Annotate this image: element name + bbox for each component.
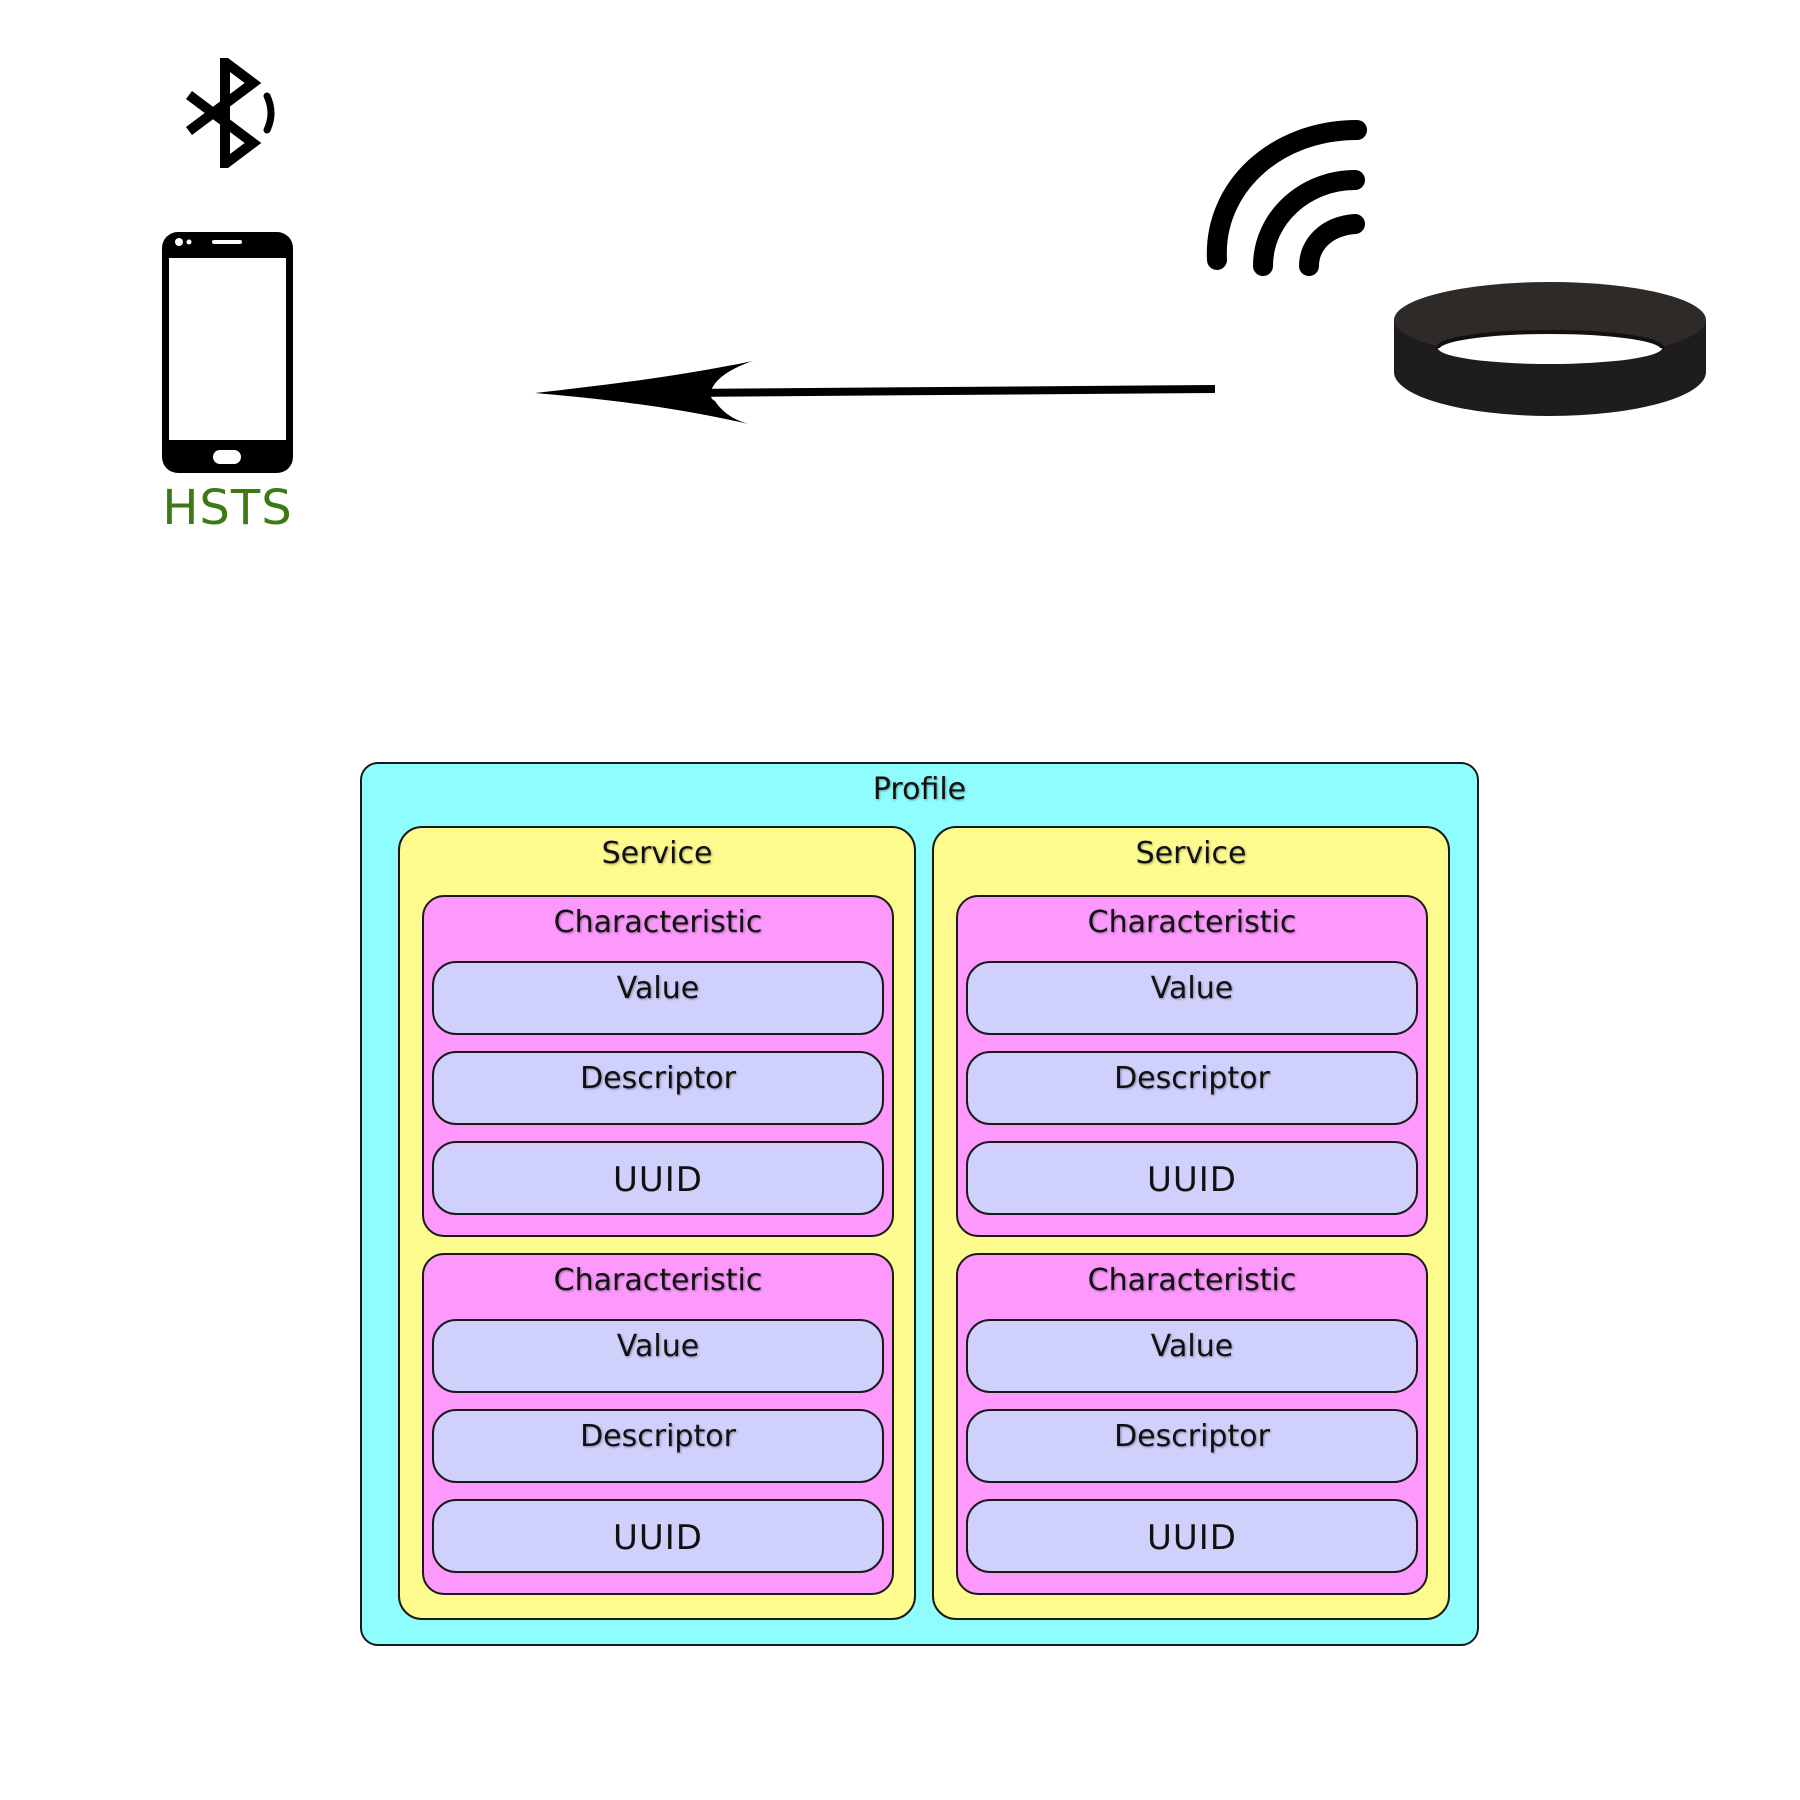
arrow-left-icon (535, 361, 1215, 425)
value-label: Value (1150, 971, 1234, 1006)
wireless-signal-icon (1206, 120, 1367, 276)
service-label: Service (1135, 836, 1247, 871)
uuid-box: UUID (432, 1499, 884, 1573)
descriptor-label: Descriptor (580, 1419, 736, 1454)
uuid-box: UUID (966, 1141, 1418, 1215)
characteristic-box: Characteristic Value Descriptor UUID (956, 895, 1428, 1237)
phone-label: HSTS (162, 480, 293, 536)
service-box: Service Characteristic Value Descriptor … (398, 826, 916, 1620)
characteristic-label: Characteristic (1087, 905, 1297, 940)
value-label: Value (1150, 1329, 1234, 1364)
uuid-box: UUID (432, 1141, 884, 1215)
service-box: Service Characteristic Value Descriptor … (932, 826, 1450, 1620)
characteristic-label: Characteristic (1087, 1263, 1297, 1298)
descriptor-box: Descriptor (966, 1409, 1418, 1483)
profile-box: Profile Service Characteristic Value Des… (360, 762, 1479, 1646)
service-label: Service (601, 836, 713, 871)
value-label: Value (616, 1329, 700, 1364)
descriptor-label: Descriptor (1114, 1061, 1270, 1096)
value-label: Value (616, 971, 700, 1006)
value-box: Value (966, 1319, 1418, 1393)
characteristic-label: Characteristic (553, 1263, 763, 1298)
bluetooth-signal-icon (186, 58, 275, 168)
descriptor-box: Descriptor (432, 1051, 884, 1125)
wristband-icon (1394, 282, 1706, 416)
descriptor-label: Descriptor (1114, 1419, 1270, 1454)
descriptor-label: Descriptor (580, 1061, 736, 1096)
characteristic-label: Characteristic (553, 905, 763, 940)
descriptor-box: Descriptor (432, 1409, 884, 1483)
uuid-box: UUID (966, 1499, 1418, 1573)
characteristic-box: Characteristic Value Descriptor UUID (422, 895, 894, 1237)
value-box: Value (966, 961, 1418, 1035)
smartphone-icon (162, 232, 293, 473)
uuid-label: UUID (613, 1518, 703, 1558)
uuid-label: UUID (1147, 1160, 1237, 1200)
profile-label: Profile (872, 772, 967, 807)
value-box: Value (432, 961, 884, 1035)
uuid-label: UUID (1147, 1518, 1237, 1558)
value-box: Value (432, 1319, 884, 1393)
uuid-label: UUID (613, 1160, 703, 1200)
characteristic-box: Characteristic Value Descriptor UUID (956, 1253, 1428, 1595)
characteristic-box: Characteristic Value Descriptor UUID (422, 1253, 894, 1595)
descriptor-box: Descriptor (966, 1051, 1418, 1125)
